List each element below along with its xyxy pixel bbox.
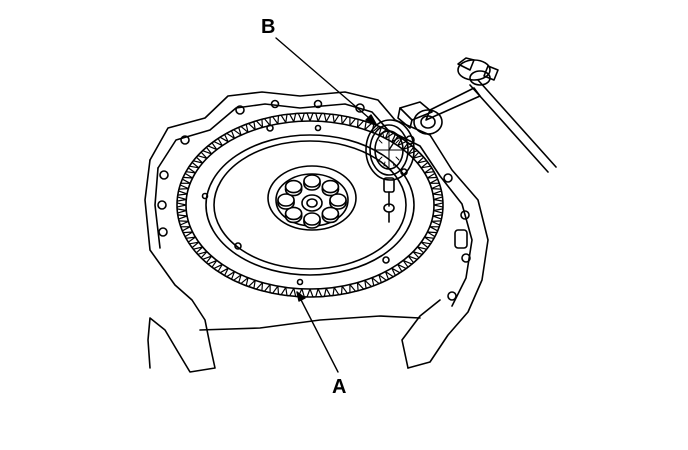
hub-bolt — [284, 179, 303, 197]
hub-bolt — [303, 212, 321, 229]
hub-bolt — [321, 206, 340, 224]
hub-bolts — [277, 174, 347, 229]
hub-bolt — [277, 193, 295, 210]
ring-gear-teeth — [176, 112, 444, 298]
flywheel — [176, 112, 444, 298]
hub-bolt — [284, 206, 303, 224]
callout-a-ring-gear: A — [332, 376, 347, 398]
dial-indicator — [365, 57, 557, 223]
engine-block — [144, 91, 489, 373]
hub-bolt — [303, 174, 321, 191]
callout-b-dial-indicator: B — [261, 16, 276, 38]
hub-bolt — [329, 193, 347, 210]
hub-bolt — [321, 179, 340, 197]
ring-gear-tooth-profile — [176, 112, 444, 298]
callout-leaders — [275, 37, 377, 373]
